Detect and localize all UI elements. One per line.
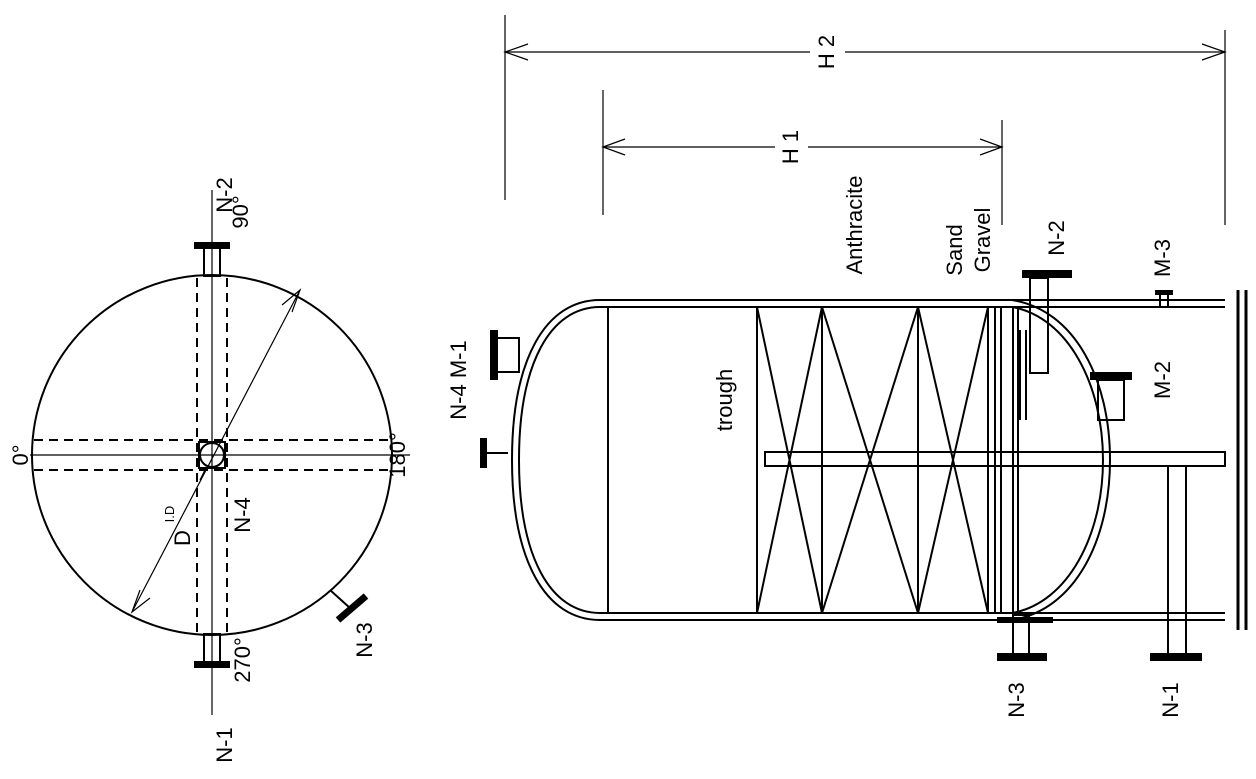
side-n1-label: N-1 bbox=[1158, 682, 1183, 717]
diameter-line bbox=[131, 289, 301, 613]
trough-label: trough bbox=[712, 369, 737, 431]
diameter-arrowhead-high bbox=[281, 288, 302, 313]
sand-label: Sand bbox=[942, 224, 967, 275]
n2-flange bbox=[194, 242, 230, 249]
n2-nozzle-pipe bbox=[1029, 277, 1049, 374]
diameter-symbol-label: D bbox=[170, 530, 195, 546]
top-view: N-2 90° 0° 180° 270° N-4 N-3 N-1 D I.D bbox=[8, 177, 410, 763]
h1-arrow-right bbox=[979, 138, 1004, 156]
h2-arrow-right bbox=[1201, 43, 1227, 61]
diameter-superscript-label: I.D bbox=[162, 506, 177, 523]
diameter-arrowhead-low bbox=[130, 589, 151, 614]
m3-flange bbox=[1155, 290, 1173, 295]
m1-manhole-neck bbox=[496, 337, 520, 373]
angle-0-label: 0° bbox=[8, 444, 33, 465]
h1-arrow-left bbox=[601, 138, 626, 156]
m2-label: M-2 bbox=[1150, 361, 1175, 399]
side-n4-m1-label: N-4 M-1 bbox=[446, 340, 471, 419]
brace-b1 bbox=[756, 306, 823, 614]
n1-flange bbox=[194, 661, 230, 668]
angle-90-label: 90° bbox=[228, 195, 253, 228]
n4-center-pipe bbox=[199, 442, 225, 468]
top-n2-label: N-2 bbox=[212, 177, 237, 212]
diameter-gap bbox=[199, 469, 206, 481]
top-n4-label: N-4 bbox=[230, 497, 255, 532]
h1-label: H 1 bbox=[778, 130, 803, 164]
brace-b2 bbox=[821, 306, 919, 614]
vessel-outer-shell bbox=[510, 299, 1225, 621]
angle-180-label: 180° bbox=[385, 432, 410, 478]
top-n3-label: N-3 bbox=[352, 622, 377, 657]
n1-side-pipe bbox=[1167, 465, 1187, 655]
n3-nozzle-neck bbox=[329, 589, 351, 609]
side-view: H 2 H 1 bbox=[446, 15, 1248, 718]
n3-side-flange bbox=[997, 653, 1047, 661]
m3-label: M-3 bbox=[1150, 239, 1175, 277]
side-n3-label: N-3 bbox=[1004, 682, 1029, 717]
m2-flange bbox=[1090, 372, 1132, 380]
h2-label: H 2 bbox=[814, 35, 839, 69]
central-pipe bbox=[764, 451, 1226, 467]
angle-270-label: 270° bbox=[230, 637, 255, 683]
n3-plate-flange bbox=[997, 617, 1053, 623]
m1-flange bbox=[490, 330, 498, 380]
h2-arrow-left bbox=[503, 43, 529, 61]
lower-head-inner bbox=[1011, 306, 1105, 614]
brace-b3 bbox=[917, 306, 989, 614]
n2-side-flange bbox=[1022, 270, 1072, 278]
n4-flange bbox=[480, 438, 487, 468]
anthracite-label: Anthracite bbox=[842, 175, 867, 274]
gravel-label: Gravel bbox=[970, 208, 995, 273]
top-n1-label: N-1 bbox=[212, 727, 237, 762]
n3-flange bbox=[335, 593, 369, 623]
side-n2-label: N-2 bbox=[1044, 220, 1069, 255]
lower-head-outer bbox=[1011, 299, 1112, 621]
n1-side-flange bbox=[1150, 653, 1202, 661]
m2-manhole-neck bbox=[1097, 379, 1125, 421]
vessel-inner-shell bbox=[517, 306, 1225, 614]
